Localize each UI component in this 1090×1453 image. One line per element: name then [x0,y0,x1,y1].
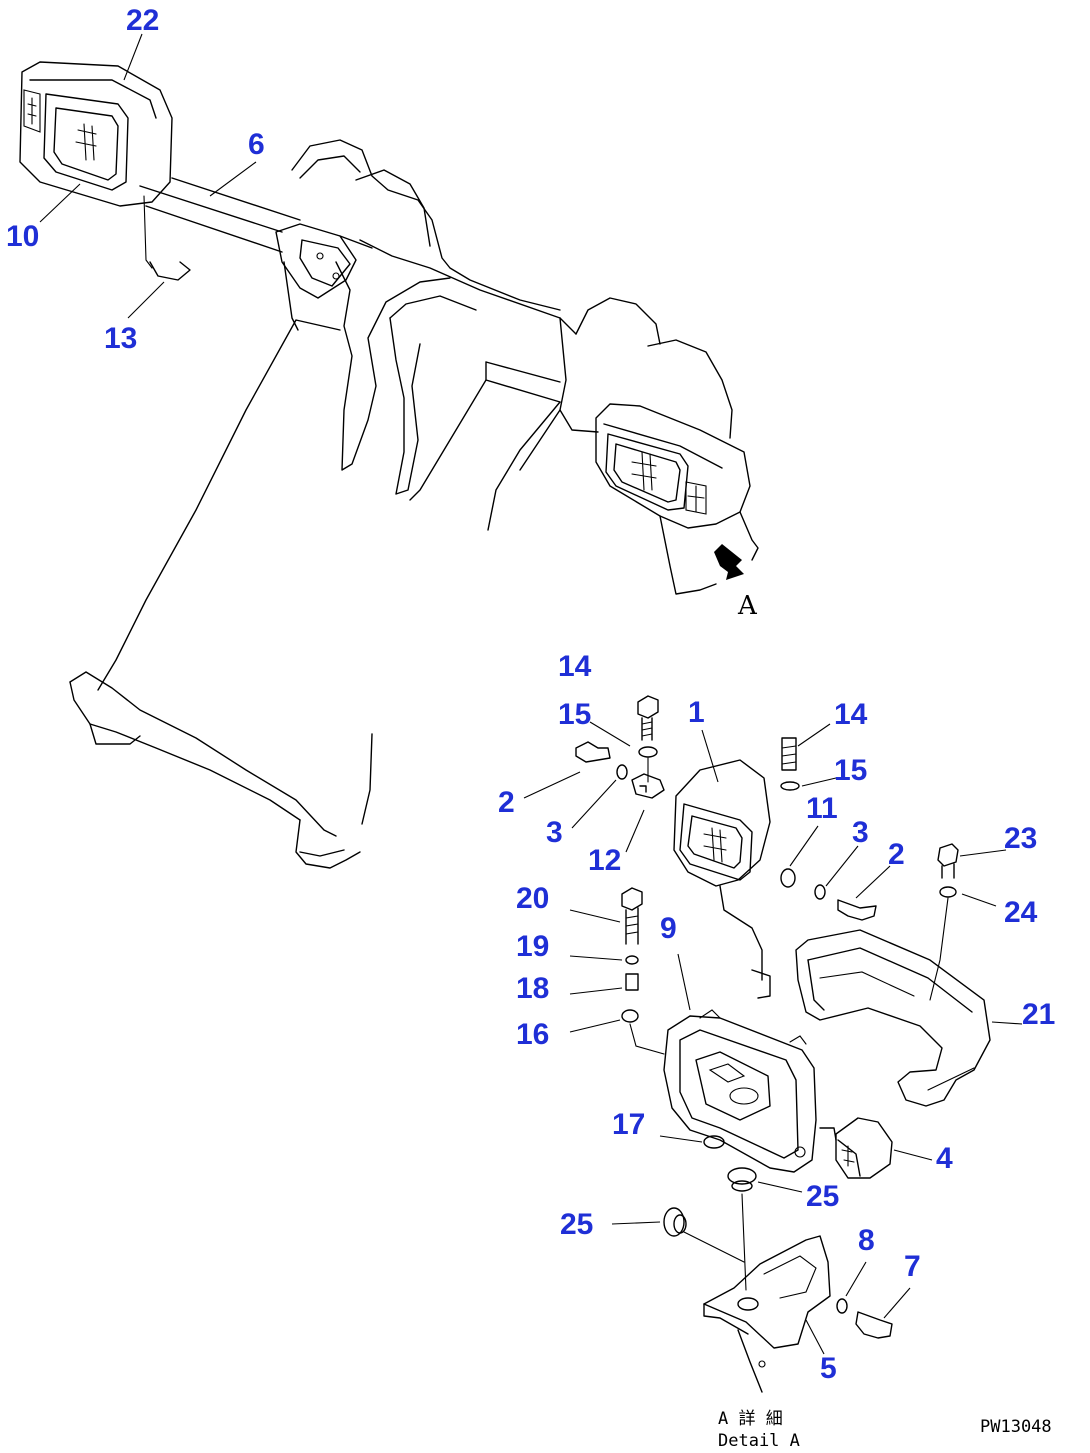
callout-14-top: 14 [558,650,592,683]
callout-10: 10 [6,220,39,253]
callout-15-left: 15 [558,698,591,731]
upper-assembly [19,33,759,869]
work-lamp-1 [673,759,796,999]
grommet-25-b [663,1207,745,1263]
mounting-plate [275,223,357,331]
callout-5: 5 [820,1352,837,1385]
bolt-stack-20 [621,887,665,1055]
callout-20: 20 [516,882,549,915]
callout-13: 13 [104,322,137,355]
callout-2-right: 2 [888,838,905,871]
bolt-7 [836,1298,893,1339]
bracket-12 [575,741,665,799]
callout-2-left: 2 [498,786,515,819]
callout-3-left: 3 [546,816,563,849]
bolt-14-top [637,695,659,783]
callout-25-left: 25 [560,1208,593,1241]
callout-25-right: 25 [806,1180,839,1213]
bolt-14-right [780,737,800,791]
callout-12: 12 [588,844,621,877]
right-work-lamp [595,403,759,595]
lamp-bar [139,177,301,281]
callout-1: 1 [688,696,705,729]
bolt-2-right [814,884,877,921]
callout-19: 19 [516,930,549,963]
view-marker-a: A [737,591,758,621]
callout-9: 9 [660,912,677,945]
callout-14-right: 14 [834,698,868,731]
callout-23: 23 [1004,822,1037,855]
callout-21: 21 [1022,998,1055,1031]
drawing-code: PW13048 [980,1417,1052,1437]
lamp-frame-9 [663,1009,817,1173]
callout-labels: 22 6 10 13 14 15 1 14 15 2 3 12 11 3 2 2… [6,4,1055,1385]
stay-bracket-5 [703,1193,831,1393]
detail-caption-en: Detail A [718,1431,800,1451]
callout-15-right: 15 [834,754,867,787]
cab-floor [69,671,373,869]
callout-24: 24 [1004,896,1038,929]
grommet-25-a [727,1167,757,1192]
callout-11: 11 [806,792,838,825]
callout-4: 4 [936,1142,953,1175]
detail-caption-jp: A 詳 細 [718,1409,783,1429]
callout-17: 17 [612,1108,645,1141]
callout-7: 7 [904,1250,921,1283]
small-lamp-4 [819,1117,893,1179]
callout-8: 8 [858,1224,875,1257]
bolt-23 [929,843,959,1001]
cab-structure [97,139,733,691]
callout-6: 6 [248,128,265,161]
callout-16: 16 [516,1018,549,1051]
grommet-17 [703,1135,725,1149]
callout-3-right: 3 [852,816,869,849]
detail-a-assembly [523,695,1023,1393]
left-work-lamp [19,61,173,207]
callout-22: 22 [126,4,159,37]
guard-cover-21 [795,929,991,1107]
callout-18: 18 [516,972,549,1005]
